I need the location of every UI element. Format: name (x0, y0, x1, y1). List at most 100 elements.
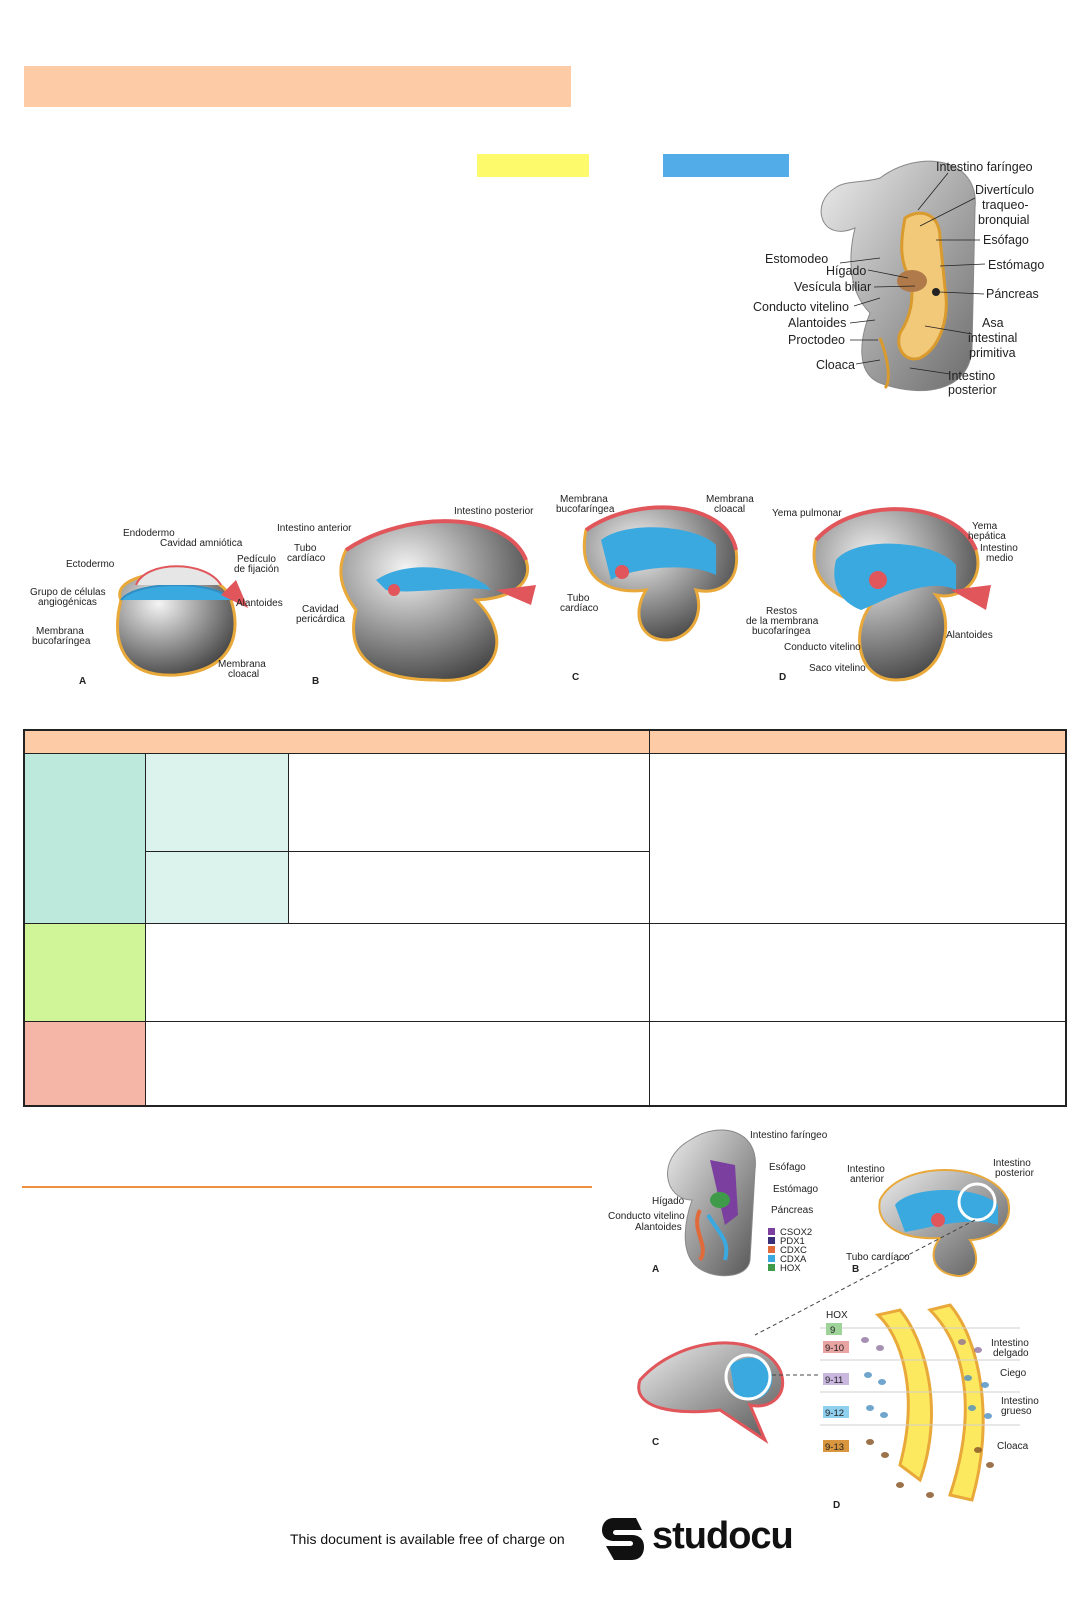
label-figure2-d-conducto-vitelino: Conducto vitelino (784, 642, 861, 653)
gene-legend: CSOX2 PDX1 CDXC CDXA HOX (768, 1227, 812, 1274)
label-alantoides: Alantoides (788, 316, 846, 330)
row3-right (650, 1022, 1065, 1105)
label-figure3-a-legend-3-label: CDXA (780, 1254, 807, 1265)
label-figure3-a-higado: Hígado (652, 1196, 685, 1207)
label-figure3-a-legend-1-label: PDX1 (780, 1236, 805, 1247)
label-figure3-a-conducto-vitelino: Conducto vitelino (608, 1211, 685, 1222)
label-figure3-a-intestino-faringeo: Intestino faríngeo (750, 1130, 828, 1141)
label-diverticulo-3: bronquial (978, 213, 1029, 227)
label-esofago: Esófago (983, 233, 1029, 247)
label-figure2-d-restos-1: Restos (766, 606, 797, 617)
row2-right (650, 924, 1065, 1022)
label-figure2-c-membrana-cloacal-2: cloacal (714, 504, 745, 515)
label-asa-3: primitiva (969, 346, 1016, 360)
label-estomago: Estómago (988, 258, 1044, 272)
label-figure3-d-hox-codes-0-code: 9 (830, 1325, 835, 1336)
label-figure3-d-letter: D (833, 1500, 840, 1511)
label-figure3-d-hox-codes-3-code: 9-12 (825, 1408, 844, 1419)
summary-table (23, 729, 1067, 1107)
label-figure3-d-cloaca: Cloaca (997, 1441, 1029, 1452)
label-figure2-d-yema-pulmonar: Yema pulmonar (772, 508, 842, 519)
label-figure2-c-membrana-cloacal-1: Membrana (706, 494, 754, 505)
panel-b-drawing (339, 519, 536, 682)
label-figure2-panel-letters-1: B (312, 676, 319, 687)
label-figure3-a-estomago: Estómago (773, 1184, 818, 1195)
label-cloaca: Cloaca (816, 358, 855, 372)
row1-sub1 (146, 754, 289, 852)
label-figure2-d-restos-2: de la membrana (746, 616, 819, 627)
label-asa-1: Asa (982, 316, 1004, 330)
label-figure2-a-membrana-buco-2: bucofaríngea (32, 636, 91, 647)
label-figure3-d-ciego: Ciego (1000, 1368, 1027, 1379)
label-figure2-a-membrana-buco-1: Membrana (36, 626, 84, 637)
label-vesicula: Vesícula biliar (794, 280, 871, 294)
label-figure3-b-letter: B (852, 1264, 859, 1275)
row3-label (25, 1022, 146, 1105)
label-figure2-a-pediculo-1: Pedículo (237, 554, 276, 565)
label-figure2-a-grupo-1: Grupo de células (30, 587, 106, 598)
label-figure2-panel-letters-2: C (572, 672, 579, 683)
label-figure3-d-hox-codes-1-code: 9-10 (825, 1343, 844, 1354)
label-figure3-d-intestino-delgado-1: Intestino (991, 1338, 1029, 1349)
row1-sub1-content (289, 754, 650, 852)
label-figure2-b-intestino-anterior: Intestino anterior (277, 523, 352, 534)
label-conducto-vitelino: Conducto vitelino (753, 300, 849, 314)
panel-c-gene-drawing (637, 1341, 785, 1445)
label-figure3-a-letter: A (652, 1264, 659, 1275)
panel-b-gene-drawing (878, 1169, 1011, 1277)
section-divider (22, 1186, 592, 1188)
label-figure2-a-pediculo-2: de fijación (234, 564, 279, 575)
label-figure2-a-membrana-cloacal-1: Membrana (218, 659, 266, 670)
label-asa-2: intestinal (968, 331, 1017, 345)
table-header-left (25, 731, 650, 754)
label-figure2-d-saco-vitelino: Saco vitelino (809, 663, 866, 674)
label-figure2-d-yema-hepatica-2: hepática (968, 531, 1006, 542)
label-figure3-b-intestino-posterior-1: Intestino (993, 1158, 1031, 1169)
highlight-blue (663, 154, 789, 177)
label-figure2-c-tubo-2: cardíaco (560, 603, 599, 614)
label-estomodeo: Estomodeo (765, 252, 828, 266)
label-figure2-a-ectodermo: Ectodermo (66, 559, 115, 570)
panel-a-gene-drawing (667, 1129, 756, 1277)
label-figure2-c-membrana-buco-1: Membrana (560, 494, 608, 505)
label-pancreas: Páncreas (986, 287, 1039, 301)
section-title-bar (24, 66, 571, 107)
label-figure3-a-legend-0-label: CSOX2 (780, 1227, 812, 1238)
label-figure2-b-tubo-2: cardíaco (287, 553, 326, 564)
label-figure3-d-intestino-grueso-2: grueso (1001, 1406, 1032, 1417)
label-figure3-a-esofago: Esófago (769, 1162, 806, 1173)
row2-label (25, 924, 146, 1022)
highlight-yellow (477, 154, 589, 177)
label-figure2-d-alantoides: Alantoides (946, 630, 993, 641)
label-figure3-a-alantoides: Alantoides (635, 1222, 682, 1233)
footer-text: This document is available free of charg… (290, 1531, 565, 1547)
panel-a-drawing (116, 565, 248, 677)
label-figure3-d-hox-codes-4-code: 9-13 (825, 1442, 844, 1453)
label-figure2-a-grupo-2: angiogénicas (38, 597, 97, 608)
label-figure2-a-membrana-cloacal-2: cloacal (228, 669, 259, 680)
studocu-logo-icon[interactable] (600, 1514, 646, 1564)
row3-content (146, 1022, 650, 1105)
panel-d-gene-drawing (820, 1303, 1020, 1502)
label-intestino-faringeo: Intestino faríngeo (936, 160, 1033, 174)
row1-sub2 (146, 852, 289, 924)
label-higado: Hígado (826, 264, 866, 278)
label-figure2-a-endodermo: Endodermo (123, 528, 175, 539)
label-figure2-d-yema-hepatica-1: Yema (972, 521, 998, 532)
label-figure3-d-intestino-grueso-1: Intestino (1001, 1396, 1039, 1407)
panel-d-drawing (812, 507, 991, 682)
label-intestino-posterior-1: Intestino (948, 369, 995, 383)
label-figure3-a-legend-2-label: CDXC (780, 1245, 807, 1256)
label-figure3-b-intestino-posterior-2: posterior (995, 1168, 1035, 1179)
label-intestino-posterior-2: posterior (948, 383, 997, 397)
label-figure3-b-tubo-cardiaco: Tubo cardíaco (846, 1252, 910, 1263)
label-figure3-b-intestino-anterior-2: anterior (850, 1174, 885, 1185)
label-figure2-b-cavidad-1: Cavidad (302, 604, 339, 615)
label-figure3-a-pancreas: Páncreas (771, 1205, 813, 1216)
label-figure2-b-intestino-posterior: Intestino posterior (454, 506, 534, 517)
label-figure2-d-restos-3: bucofaríngea (752, 626, 811, 637)
label-figure3-d-hox-title: HOX (826, 1310, 848, 1321)
studocu-wordmark[interactable]: studocu (652, 1515, 794, 1557)
panel-c-drawing (582, 505, 739, 642)
row1-sub2-content (289, 852, 650, 924)
